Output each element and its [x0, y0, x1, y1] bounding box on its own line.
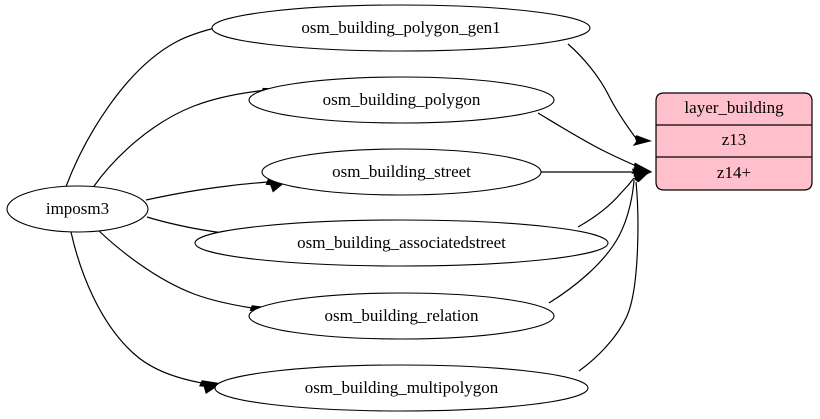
node-group-tables: osm_building_polygon_gen1 osm_building_p…: [194, 4, 609, 412]
node-imposm3[interactable]: imposm3: [6, 185, 149, 233]
record-row-title: layer_building: [684, 98, 784, 117]
edge-imposm3-to-osm_building_street: [145, 179, 288, 201]
edge-group-tables-to-layer: [537, 43, 653, 372]
record-row-z13[interactable]: z13: [722, 130, 747, 149]
node-osm_building_polygon[interactable]: osm_building_polygon: [248, 76, 555, 124]
edge-imposm3-to-osm_building_multipolygon: [70, 231, 222, 394]
node-label-osm_building_associatedstreet: osm_building_associatedstreet: [297, 233, 506, 252]
node-label-osm_building_polygon: osm_building_polygon: [323, 90, 481, 109]
node-osm_building_polygon_gen1[interactable]: osm_building_polygon_gen1: [211, 4, 591, 52]
node-label-osm_building_polygon_gen1: osm_building_polygon_gen1: [301, 18, 500, 37]
edge-osm_building_polygon_gen1-to-layer_building-z13: [567, 43, 652, 147]
record-row-z14plus[interactable]: z14+: [717, 163, 751, 182]
node-label-osm_building_relation: osm_building_relation: [325, 306, 479, 325]
node-label-osm_building_street: osm_building_street: [332, 162, 471, 181]
edge-imposm3-to-osm_building_polygon_gen1: [65, 23, 242, 187]
node-layer_building[interactable]: layer_building z13 z14+: [655, 92, 813, 191]
node-osm_building_street[interactable]: osm_building_street: [261, 148, 542, 196]
node-label-osm_building_multipolygon: osm_building_multipolygon: [305, 378, 499, 397]
node-osm_building_associatedstreet[interactable]: osm_building_associatedstreet: [194, 219, 609, 267]
node-osm_building_multipolygon[interactable]: osm_building_multipolygon: [214, 364, 589, 412]
edge-osm_building_multipolygon-to-layer_building-z14plus: [578, 169, 651, 372]
edge-osm_building_polygon-to-layer_building-z14plus: [537, 112, 651, 174]
node-label-imposm3: imposm3: [46, 199, 109, 218]
node-osm_building_relation[interactable]: osm_building_relation: [248, 292, 555, 340]
